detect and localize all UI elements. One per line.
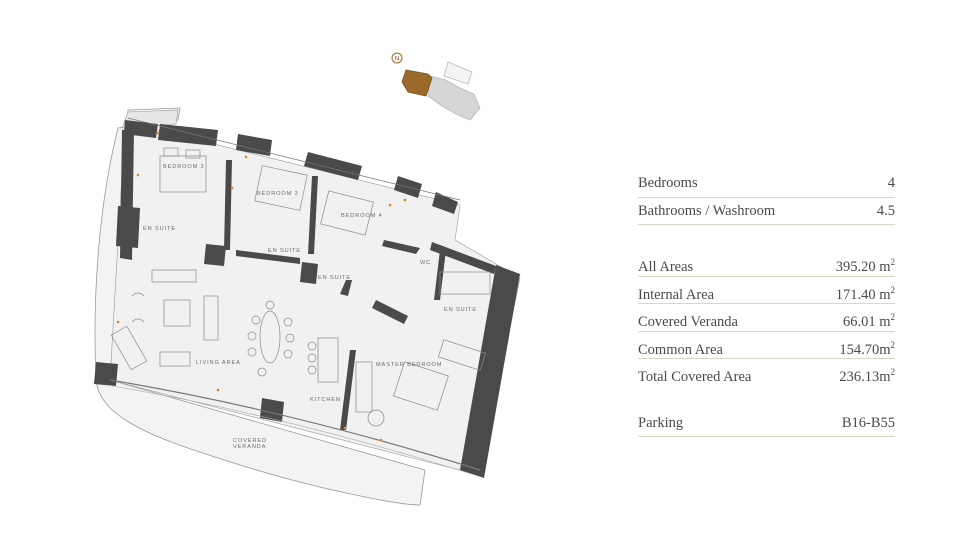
svg-text:VERANDA: VERANDA bbox=[233, 444, 266, 450]
svg-text:EN SUITE: EN SUITE bbox=[143, 226, 176, 232]
rooms-group: Bedrooms 4 Bathrooms / Washroom 4.5 bbox=[638, 170, 895, 225]
key-plan: N bbox=[388, 50, 488, 130]
svg-text:BEDROOM 4: BEDROOM 4 bbox=[341, 213, 383, 219]
walls bbox=[94, 120, 520, 478]
svg-text:WC: WC bbox=[420, 260, 431, 266]
specs-panel: Bedrooms 4 Bathrooms / Washroom 4.5 All … bbox=[638, 170, 895, 461]
spec-row-bedrooms: Bedrooms 4 bbox=[638, 170, 895, 198]
svg-text:N: N bbox=[395, 57, 399, 63]
svg-text:EN SUITE: EN SUITE bbox=[444, 307, 477, 313]
svg-text:EN SUITE: EN SUITE bbox=[268, 248, 301, 254]
spec-row-bathrooms: Bathrooms / Washroom 4.5 bbox=[638, 198, 895, 225]
covered-veranda-area bbox=[94, 107, 426, 506]
svg-text:BEDROOM 3: BEDROOM 3 bbox=[257, 191, 299, 197]
svg-text:EN SUITE: EN SUITE bbox=[318, 275, 351, 281]
svg-text:LIVING AREA: LIVING AREA bbox=[196, 360, 241, 366]
svg-text:KITCHEN: KITCHEN bbox=[310, 397, 341, 403]
spec-row-common-area: Common Area 154.70m2 bbox=[638, 332, 895, 359]
spec-row-covered-veranda: Covered Veranda 66.01 m2 bbox=[638, 304, 895, 332]
spec-row-internal-area: Internal Area 171.40 m2 bbox=[638, 277, 895, 304]
spec-row-total-covered-area: Total Covered Area 236.13m2 bbox=[638, 367, 895, 385]
svg-text:BEDROOM 2: BEDROOM 2 bbox=[163, 164, 205, 170]
areas-group: All Areas 395.20 m2 Internal Area 171.40… bbox=[638, 249, 895, 386]
floor-plan: BEDROOM 2 BEDROOM 3 BEDROOM 4 EN SUITE E… bbox=[94, 107, 521, 506]
svg-text:MASTER BEDROOM: MASTER BEDROOM bbox=[376, 362, 442, 368]
north-compass-icon: N bbox=[391, 52, 403, 64]
svg-text:COVERED: COVERED bbox=[233, 438, 267, 444]
spec-row-parking: Parking B16-B55 bbox=[638, 410, 895, 437]
parking-group: Parking B16-B55 bbox=[638, 410, 895, 437]
spec-row-all-areas: All Areas 395.20 m2 bbox=[638, 249, 895, 277]
